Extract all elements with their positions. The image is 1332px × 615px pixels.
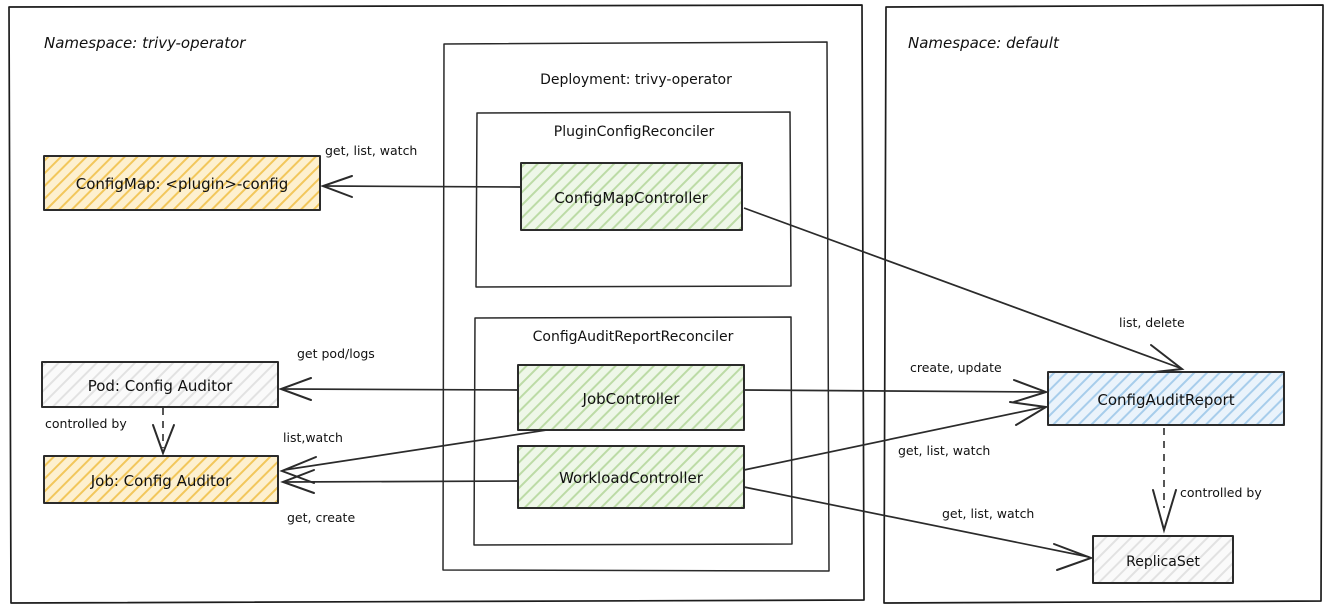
node-job-controller[interactable]: JobController (517, 364, 745, 431)
edge-label-get-list-watch: get, list, watch (325, 143, 417, 158)
edge-workloadcontroller-configauditreport: get, list, watch (743, 401, 1049, 471)
edge-jobcontroller-job: get, create (280, 469, 519, 525)
edge-label-list-watch: list,watch (283, 430, 343, 445)
node-config-audit-report-label: ConfigAuditReport (1097, 391, 1234, 409)
node-replicaset[interactable]: ReplicaSet (1092, 535, 1234, 584)
namespace-default-label: Namespace: default (908, 34, 1060, 52)
group-deployment: Deployment: trivy-operator (442, 41, 830, 572)
node-configmap[interactable]: ConfigMap: <plugin>-config (43, 155, 321, 211)
node-workload-controller-label: WorkloadController (559, 469, 704, 487)
edge-label-get-list-watch-rs: get, list, watch (942, 506, 1034, 521)
node-job-config-auditor[interactable]: Job: Config Auditor (43, 455, 279, 504)
node-configmap-controller[interactable]: ConfigMapController (520, 162, 743, 231)
edge-configmapcontroller-configmap: get, list, watch (320, 143, 522, 198)
node-pod-config-auditor[interactable]: Pod: Config Auditor (41, 361, 279, 408)
edge-label-list-delete: list, delete (1119, 315, 1185, 330)
edge-label-create-update: create, update (910, 360, 1002, 375)
node-config-audit-report[interactable]: ConfigAuditReport (1047, 371, 1285, 426)
node-replicaset-label: ReplicaSet (1126, 554, 1200, 570)
group-plugin-config-reconciler: PluginConfigReconciler (475, 111, 792, 288)
edge-label-controlled-by-car: controlled by (1180, 485, 1262, 500)
edge-label-get-list-watch-car: get, list, watch (898, 443, 990, 458)
node-configmap-controller-label: ConfigMapController (554, 189, 708, 207)
edge-jobcontroller-pod: get pod/logs (278, 346, 519, 401)
node-job-config-auditor-label: Job: Config Auditor (90, 472, 232, 490)
edge-workloadcontroller-replicaset: get, list, watch (743, 486, 1094, 571)
edge-configauditreport-replicaset-controlled-by: controlled by (1152, 428, 1262, 534)
node-pod-config-auditor-label: Pod: Config Auditor (88, 377, 233, 395)
edge-label-controlled-by-pod: controlled by (45, 416, 127, 431)
edge-label-get-create: get, create (287, 510, 355, 525)
node-job-controller-label: JobController (582, 390, 681, 408)
edge-label-get-pod-logs: get pod/logs (297, 346, 375, 361)
node-workload-controller[interactable]: WorkloadController (517, 445, 745, 509)
namespace-trivy-operator-label: Namespace: trivy-operator (44, 34, 246, 52)
group-plugin-config-reconciler-label: PluginConfigReconciler (554, 124, 715, 140)
group-deployment-label: Deployment: trivy-operator (540, 72, 732, 88)
namespace-trivy-operator: Namespace: trivy-operator (8, 4, 865, 604)
namespace-default: Namespace: default (883, 4, 1324, 604)
edge-configmapcontroller-configauditreport: list, delete (743, 207, 1185, 374)
edge-jobcontroller-configauditreport: create, update (743, 360, 1050, 403)
group-config-audit-report-reconciler: ConfigAuditReportReconciler (473, 316, 793, 546)
group-config-audit-report-reconciler-label: ConfigAuditReportReconciler (533, 329, 734, 345)
edge-pod-job-controlled-by: controlled by (45, 408, 175, 456)
node-configmap-label: ConfigMap: <plugin>-config (76, 175, 288, 193)
